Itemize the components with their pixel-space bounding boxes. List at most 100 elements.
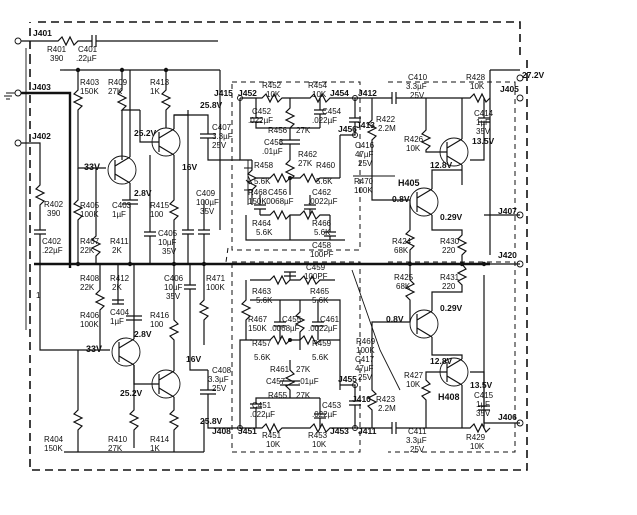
junction-dots	[75, 67, 487, 342]
label-R451v: 10K	[266, 440, 281, 449]
label-R424v: 68K	[394, 246, 409, 255]
label-R423: R423	[376, 395, 396, 404]
label-J452: J452	[238, 88, 257, 98]
label-R425: R425	[394, 273, 414, 282]
label-v128b: 12.8V	[430, 356, 453, 366]
label-J406: J406	[498, 412, 517, 422]
label-R423v: 2.2M	[378, 404, 396, 413]
label-R459v: 5.6K	[312, 353, 329, 362]
label-R410: R410	[108, 435, 128, 444]
label-R404: R404	[44, 435, 64, 444]
label-C417v2: 25V	[358, 373, 373, 382]
label-R468: R468	[248, 188, 268, 197]
label-C456: C456	[268, 188, 288, 197]
label-v272: 27.2V	[522, 70, 545, 80]
label-C455v: .0068µF	[270, 324, 300, 333]
label-R469v: 100K	[356, 346, 375, 355]
label-R453: R453	[308, 431, 328, 440]
label-J455: J455	[338, 374, 357, 384]
label-v28b: 2.8V	[134, 329, 152, 339]
label-R413v: 1K	[150, 87, 160, 96]
label-C403v: 1µF	[112, 210, 126, 219]
label-C458v: .01µF	[262, 147, 283, 156]
label-R455v: 27K	[296, 391, 311, 400]
label-C458: C458	[264, 138, 284, 147]
left-upper-amp	[72, 70, 240, 264]
label-C411v1: 3.3µF	[406, 436, 427, 445]
label-C417v1: 47µF	[355, 364, 374, 373]
label-C402: C402	[42, 237, 62, 246]
label-J403: J403	[32, 82, 51, 92]
label-C455: C455	[282, 315, 302, 324]
label-C454: C454	[322, 107, 342, 116]
label-R402: R402	[44, 200, 64, 209]
label-C401: C401	[78, 45, 98, 54]
label-C414v2: 35V	[476, 127, 491, 136]
label-R422v: 2.2M	[378, 124, 396, 133]
label-R460v: 5.6K	[316, 177, 333, 186]
label-C406v2: 35V	[166, 292, 181, 301]
label-R458: R458	[254, 161, 274, 170]
label-J454: J454	[330, 88, 349, 98]
label-R467v: 150K	[248, 324, 267, 333]
label-R470v: 100K	[354, 186, 373, 195]
label-C414v1: 1µF	[476, 118, 490, 127]
label-C410: C410	[408, 73, 428, 82]
label-v029a: 0.29V	[440, 212, 463, 222]
label-R464v: 5.6K	[256, 228, 273, 237]
label-R461: R461	[270, 365, 290, 374]
label-R454v: 10K	[312, 90, 327, 99]
label-one: 1	[36, 291, 41, 300]
label-R428v: 10K	[470, 82, 485, 91]
label-R452v: 10K	[266, 90, 281, 99]
label-C405: C405	[158, 229, 178, 238]
label-R407: R407	[80, 237, 100, 246]
label-R456: R456	[268, 126, 288, 135]
label-R456v: 27K	[296, 126, 311, 135]
output-connectors	[237, 74, 524, 431]
label-J411: J411	[358, 426, 377, 436]
label-R431v: 220	[442, 282, 456, 291]
label-C453v: .022µF	[312, 410, 337, 419]
label-R455: R455	[268, 391, 288, 400]
label-R467: R467	[248, 315, 268, 324]
label-R427: R427	[404, 371, 424, 380]
label-R462v: 27K	[298, 159, 313, 168]
label-C407: C407	[212, 123, 232, 132]
label-H405: H405	[398, 178, 420, 188]
label-R461v: 27K	[296, 365, 311, 374]
label-R414v: 1K	[150, 444, 160, 453]
label-R464: R464	[252, 219, 272, 228]
label-R426: R426	[404, 135, 424, 144]
label-v252a: 25.2V	[134, 128, 157, 138]
label-R466v: 5.6K	[314, 228, 331, 237]
label-C461: C461	[320, 315, 340, 324]
label-C451: C451	[252, 401, 272, 410]
label-R414: R414	[150, 435, 170, 444]
input-wiring	[4, 35, 218, 351]
label-R430: R430	[440, 237, 460, 246]
label-C409v2: 35V	[200, 207, 215, 216]
label-R470: R470	[354, 177, 374, 186]
label-C410v2: 25V	[410, 91, 425, 100]
label-C457v: .01µF	[298, 377, 319, 386]
label-C451v: .022µF	[250, 410, 275, 419]
label-R402v: 390	[47, 209, 61, 218]
label-C459: C459	[306, 263, 326, 272]
label-v33b: 33V	[86, 344, 102, 354]
label-v33a: 33V	[84, 162, 100, 172]
label-C407v1: 3.3µF	[212, 132, 233, 141]
label-R412: R412	[110, 274, 130, 283]
label-R430v: 220	[442, 246, 456, 255]
label-C402v: .22µF	[42, 246, 63, 255]
label-R457: R457	[252, 339, 272, 348]
label-C411: C411	[408, 427, 427, 436]
label-C407v2: 25V	[212, 141, 227, 150]
label-C409v1: 100µF	[196, 198, 219, 207]
label-C452v: .022µF	[248, 116, 273, 125]
label-R451: R451	[262, 431, 282, 440]
label-R408v: 22K	[80, 283, 95, 292]
label-J412: J412	[358, 88, 377, 98]
label-R412v: 2K	[112, 283, 122, 292]
label-R431: R431	[440, 273, 460, 282]
